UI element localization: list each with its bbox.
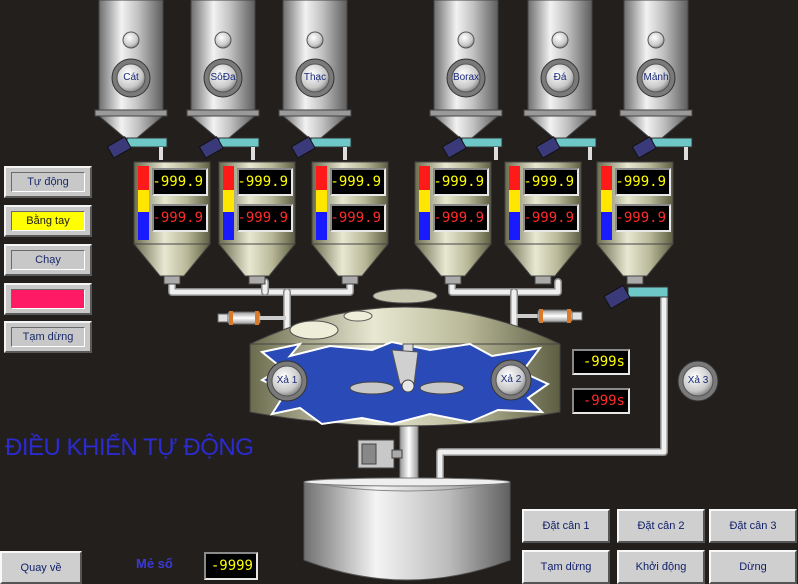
- storage-tank: [303, 477, 511, 581]
- manual-mode-button[interactable]: Bằng tay: [4, 205, 92, 237]
- silo-label-5: Đá: [553, 72, 567, 83]
- set-scale-3-button[interactable]: Đặt cân 3: [709, 509, 797, 543]
- drain-valve-xa2[interactable]: Xả 2: [500, 374, 522, 385]
- silo-1: [94, 0, 168, 160]
- level-bar-5: [509, 166, 520, 240]
- set-scale-1-button[interactable]: Đặt cân 1: [522, 509, 610, 543]
- pause-mode-label: Tạm dừng: [11, 327, 85, 347]
- back-button[interactable]: Quay về: [0, 551, 82, 584]
- silo-label-3: Thạc: [303, 72, 327, 83]
- silo-4: [429, 0, 503, 160]
- scale-3-setpoint: -999.9: [330, 168, 386, 196]
- set-scale-2-button[interactable]: Đặt cân 2: [617, 509, 705, 543]
- pipes: [168, 278, 668, 487]
- drain-valve-xa2-disc: [490, 359, 532, 401]
- scale-6-setpoint: -999.9: [615, 168, 671, 196]
- run-label: Chạy: [11, 250, 85, 270]
- mixer-tank: [249, 288, 561, 427]
- drain-valve-xa3-disc: [677, 360, 719, 402]
- level-bar-3: [316, 166, 327, 240]
- pause-mode-button[interactable]: Tạm dừng: [4, 321, 92, 353]
- level-bar-2: [223, 166, 234, 240]
- silo-5: [523, 0, 597, 160]
- auto-mode-label: Tự động: [11, 172, 85, 192]
- level-sensor-right: [516, 309, 583, 323]
- start-button[interactable]: Khởi động: [617, 550, 705, 584]
- scale-4-setpoint: -999.9: [433, 168, 489, 196]
- silo-label-6: Mảnh: [643, 72, 669, 83]
- batch-number-label: Mẻ số: [136, 556, 173, 571]
- silo-6: [619, 0, 693, 160]
- stop-mode-button[interactable]: Dừng: [4, 283, 92, 315]
- silo-3: [278, 0, 352, 160]
- silo-label-4: Borax: [452, 72, 480, 83]
- silo-label-2: SôĐa: [210, 72, 236, 83]
- scale-5-setpoint: -999.9: [523, 168, 579, 196]
- mixer-timer-1: -999s: [572, 349, 630, 375]
- auto-mode-button[interactable]: Tự động: [4, 166, 92, 198]
- mixer-timer-2: -999s: [572, 388, 630, 414]
- drain-valve-xa1-disc: [266, 360, 308, 402]
- level-bar-1: [138, 166, 149, 240]
- scale-1-setpoint: -999.9: [152, 168, 208, 196]
- feeder-3: [603, 284, 669, 310]
- mixer-hatch-left: [289, 320, 339, 340]
- stop-mode-label: Dừng: [11, 289, 85, 309]
- scale-2-actual: -999.9: [237, 204, 293, 232]
- mixer-motor: [357, 439, 403, 469]
- level-bar-6: [601, 166, 612, 240]
- silo-2: [186, 0, 260, 160]
- batch-number-value: -9999: [204, 552, 258, 580]
- level-sensor-left: [217, 311, 286, 325]
- drain-valve-xa1[interactable]: Xả 1: [276, 375, 298, 386]
- pause-button[interactable]: Tạm dừng: [522, 550, 610, 584]
- scale-2-setpoint: -999.9: [237, 168, 293, 196]
- scale-3-actual: -999.9: [330, 204, 386, 232]
- level-bar-4: [419, 166, 430, 240]
- scale-4-actual: -999.9: [433, 204, 489, 232]
- run-button[interactable]: Chạy: [4, 244, 92, 276]
- scale-5-actual: -999.9: [523, 204, 579, 232]
- silo-label-1: Cát: [123, 72, 139, 83]
- stop-button[interactable]: Dừng: [709, 550, 797, 584]
- scale-1-actual: -999.9: [152, 204, 208, 232]
- scale-6-actual: -999.9: [615, 204, 671, 232]
- page-title: ĐIỀU KHIỂN TỰ ĐỘNG: [5, 434, 254, 461]
- mixer-hatch-right: [343, 310, 373, 322]
- manual-mode-label: Bằng tay: [11, 211, 85, 231]
- drain-valve-xa3[interactable]: Xả 3: [687, 375, 709, 386]
